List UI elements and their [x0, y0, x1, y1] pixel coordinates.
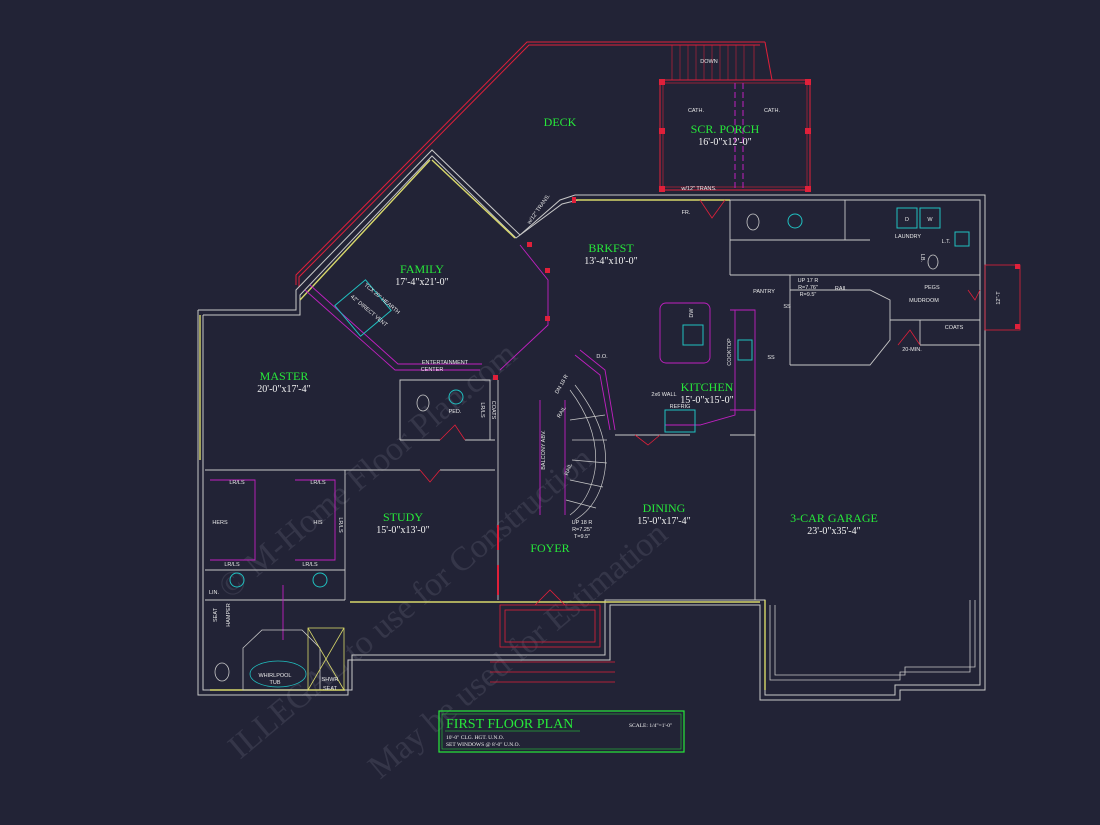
- room-dining-dim: 15'-0"x17'-4": [637, 516, 690, 527]
- room-study-dim: 15'-0"x13'-0": [376, 525, 429, 536]
- label-his: HIS: [313, 520, 323, 526]
- room-foyer: FOYER: [530, 541, 569, 555]
- label-balcony: BALCONY ABV.: [541, 430, 547, 470]
- label-lb: LB.: [919, 254, 925, 263]
- label-stairs-r: R=7.76": [798, 285, 818, 291]
- title-block-note-1: 10'-0" CLG. HGT. U.N.O.: [446, 735, 505, 741]
- label-laundry: LAUNDRY: [895, 234, 922, 240]
- label-cath-2: CATH.: [764, 108, 781, 114]
- room-family-dim: 17'-4"x21'-0": [395, 277, 448, 288]
- label-hamper: HAMPER: [226, 603, 232, 627]
- title-block: FIRST FLOOR PLAN SCALE: 1/4"=1'-0" 10'-0…: [438, 710, 685, 753]
- magenta-details: [210, 244, 756, 640]
- whirlpool-tub: [242, 627, 345, 691]
- label-twelve-t: 12"-T: [996, 291, 1002, 305]
- deck-outline: [295, 41, 773, 287]
- label-lrls-6: LR/LS: [302, 562, 318, 568]
- label-lrls-3: LR/LS: [310, 480, 326, 486]
- label-20-min: 20-MIN.: [902, 347, 922, 353]
- room-deck: DECK: [544, 115, 577, 129]
- red-markers: [493, 197, 1020, 380]
- label-dn: DN 18 R: [554, 374, 570, 395]
- interior-walls: [205, 200, 980, 601]
- room-study: STUDY: [383, 510, 423, 524]
- label-cooktop: COOKTOP: [727, 338, 733, 366]
- room-kitchen-dim: 15'-0"x15'-0": [680, 395, 733, 406]
- label-pegs: PEGS: [924, 285, 940, 291]
- room-porch-dim: 16'-0"x12'-0": [698, 137, 751, 148]
- label-dw: DW: [689, 308, 695, 318]
- title-block-title: FIRST FLOOR PLAN: [446, 717, 573, 732]
- label-coats-1: COATS: [945, 325, 964, 331]
- title-block-scale: SCALE: 1/4"=1'-0": [629, 723, 672, 729]
- label-dryer: D: [905, 217, 909, 223]
- label-lt: L.T.: [942, 239, 951, 245]
- toilets: [214, 213, 939, 682]
- label-entertainment: ENTERTAINMENT: [422, 360, 469, 366]
- label-rail-3: RAIL: [564, 463, 574, 477]
- label-seat-1: SEAT: [213, 607, 219, 622]
- door-swings: [419, 199, 1021, 606]
- label-ss-1: SS: [783, 304, 791, 310]
- room-porch: SCR. PORCH: [691, 122, 760, 136]
- room-family: FAMILY: [400, 262, 444, 276]
- label-lrls-2: LR/LS: [229, 480, 245, 486]
- title-block-note-2: SET WINDOWS @ 8'-0" U.N.O.: [446, 742, 521, 748]
- label-whirlpool: WHIRLPOOL: [258, 673, 291, 679]
- room-brkfst: BRKFST: [588, 241, 634, 255]
- label-lrls-1: LR/LS: [479, 402, 485, 418]
- label-shwr: SHWR: [322, 677, 339, 683]
- label-pantry: PANTRY: [753, 289, 775, 295]
- room-garage-dim: 23'-0"x35'-4": [807, 526, 860, 537]
- label-mudroom: MUDROOM: [909, 298, 939, 304]
- label-2x6-wall: 2x6 WALL: [651, 392, 676, 398]
- room-garage: 3-CAR GARAGE: [790, 511, 878, 525]
- label-stairs-t: R=9.5": [800, 292, 817, 298]
- label-cath-1: CATH.: [688, 108, 705, 114]
- label-seat-2: SEAT: [323, 686, 338, 692]
- room-master: MASTER: [260, 369, 309, 383]
- label-trans-1: w/12" TRANS.: [680, 186, 717, 192]
- room-dining: DINING: [643, 501, 686, 515]
- label-coats-2: COATS: [490, 401, 496, 420]
- label-tub: TUB: [270, 680, 281, 686]
- room-labels: DECK SCR. PORCH 16'-0"x12'-0" FAMILY 17'…: [257, 115, 878, 555]
- room-brkfst-dim: 13'-4"x10'-0": [584, 256, 637, 267]
- label-hers: HERS: [212, 520, 228, 526]
- label-rail-2: RAIL: [556, 406, 567, 420]
- label-lin: LIN.: [209, 590, 220, 596]
- label-stairs-up: UP 17 R: [798, 278, 819, 284]
- room-master-dim: 20'-0"x17'-4": [257, 384, 310, 395]
- room-kitchen: KITCHEN: [681, 380, 734, 394]
- label-t95: T=9.5": [574, 534, 590, 540]
- label-center: CENTER: [421, 367, 444, 373]
- exterior-walls: [197, 149, 986, 701]
- label-ped: PED.: [449, 409, 462, 415]
- label-do: D.O.: [596, 354, 608, 360]
- front-stoop: [490, 604, 615, 683]
- garage-outline: [769, 600, 976, 681]
- label-ss-2: SS: [767, 355, 775, 361]
- fixtures: [229, 207, 970, 588]
- label-r725: R=7.25": [572, 527, 592, 533]
- label-fr: FR.: [682, 210, 691, 216]
- label-refrig: REFRIG: [670, 404, 691, 410]
- label-lrls-5: LR/LS: [224, 562, 240, 568]
- stair: [565, 384, 608, 521]
- label-washer: W: [927, 217, 933, 223]
- label-rail-1: RAIL: [835, 286, 847, 292]
- porch: [659, 44, 811, 192]
- label-down: DOWN: [700, 59, 717, 65]
- label-lrls-4: LR/LS: [337, 517, 343, 533]
- label-up-18: UP 18 R: [572, 520, 593, 526]
